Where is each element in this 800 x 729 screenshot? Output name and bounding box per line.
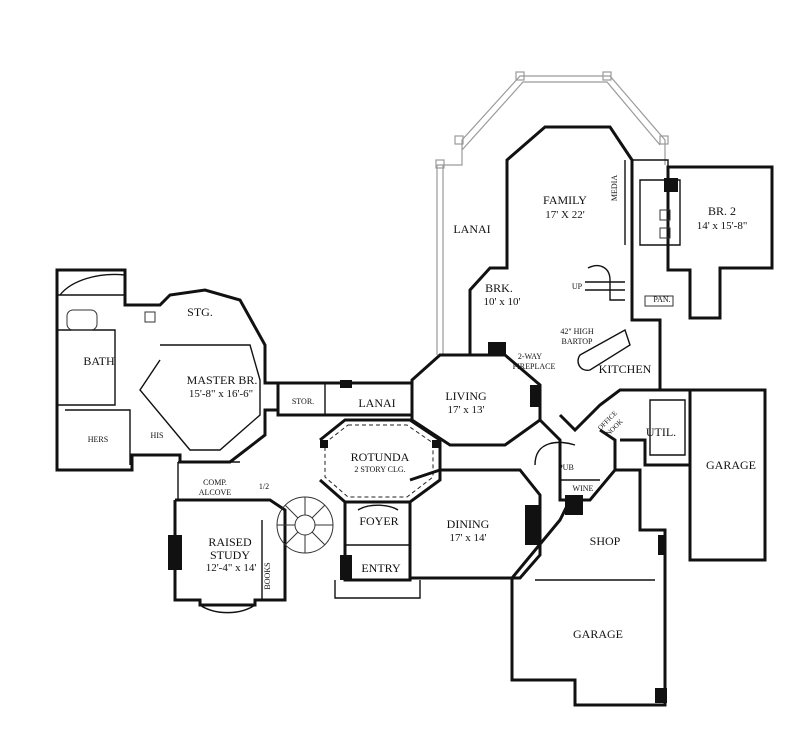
bath-label: BATH (83, 354, 115, 368)
dining-size: 17' x 14' (450, 532, 487, 544)
family-label: FAMILY (543, 193, 587, 207)
pub-label: PUB (558, 463, 574, 472)
bedroom-2-walls (639, 165, 774, 320)
up-label: UP (572, 282, 583, 291)
rotunda-walls (319, 418, 442, 504)
lower-lanai-label: LANAI (358, 396, 395, 410)
comp-alcove-line1: COMP. (203, 478, 227, 487)
entry-label: ENTRY (361, 561, 401, 575)
storage-label: STG. (187, 305, 213, 319)
upper-lanai-label: LANAI (453, 222, 490, 236)
comp-alcove-line2: ALCOVE (199, 488, 232, 497)
fireplace-label-line2: FIREPLACE (513, 362, 556, 371)
utility-walls (620, 388, 692, 467)
br2-size: 14' x 15'-8" (697, 220, 748, 232)
raised-study-line1: RAISED (208, 535, 252, 549)
right-garage-label: GARAGE (706, 458, 756, 472)
master-suite-walls (55, 268, 280, 472)
living-room-walls (410, 342, 542, 447)
brk-size: 10' x 10' (484, 296, 521, 308)
dining-label: DINING (447, 517, 490, 531)
shop-label: SHOP (590, 534, 621, 548)
family-size: 17' X 22' (545, 209, 584, 221)
entry-foyer-walls (334, 502, 421, 599)
rotunda-note: 2 STORY CLG. (354, 465, 405, 474)
living-label: LIVING (445, 389, 487, 403)
wine-label: WINE (573, 484, 594, 493)
utility-label: UTIL. (646, 425, 676, 439)
spiral-stair (276, 496, 334, 554)
shop-garage-walls (510, 468, 667, 707)
master-size: 15'-8" x 16'-6" (189, 388, 253, 400)
upper-lanai-porch-outline (435, 71, 669, 355)
kitchen-label: KITCHEN (599, 362, 652, 376)
hers-closet-label: HERS (88, 435, 108, 444)
master-label: MASTER BR. (187, 373, 258, 387)
stor-label: STOR. (292, 397, 314, 406)
fireplace-label-line1: 2-WAY (518, 352, 542, 361)
right-garage-walls (688, 388, 767, 562)
brk-label: BRK. (485, 281, 513, 295)
bartop-label-line1: 42" HIGH (560, 327, 593, 336)
media-label: MEDIA (610, 175, 619, 201)
foyer-label: FOYER (359, 514, 398, 528)
dining-walls (409, 468, 542, 580)
pantry-label: PAN. (653, 295, 670, 304)
his-closet-label: HIS (151, 431, 164, 440)
raised-study-line2: STUDY (210, 548, 250, 562)
pub-wine-walls (534, 418, 617, 515)
rotunda-label: ROTUNDA (351, 450, 410, 464)
raised-study-walls (168, 461, 287, 614)
bartop-label-line2: BARTOP (562, 337, 593, 346)
raised-study-size: 12'-4" x 14' (206, 562, 257, 574)
books-label: BOOKS (263, 562, 272, 589)
living-size: 17' x 13' (448, 404, 485, 416)
lower-garage-label: GARAGE (573, 627, 623, 641)
half-bath-label: 1/2 (259, 482, 269, 491)
br2-label: BR. 2 (708, 204, 736, 218)
